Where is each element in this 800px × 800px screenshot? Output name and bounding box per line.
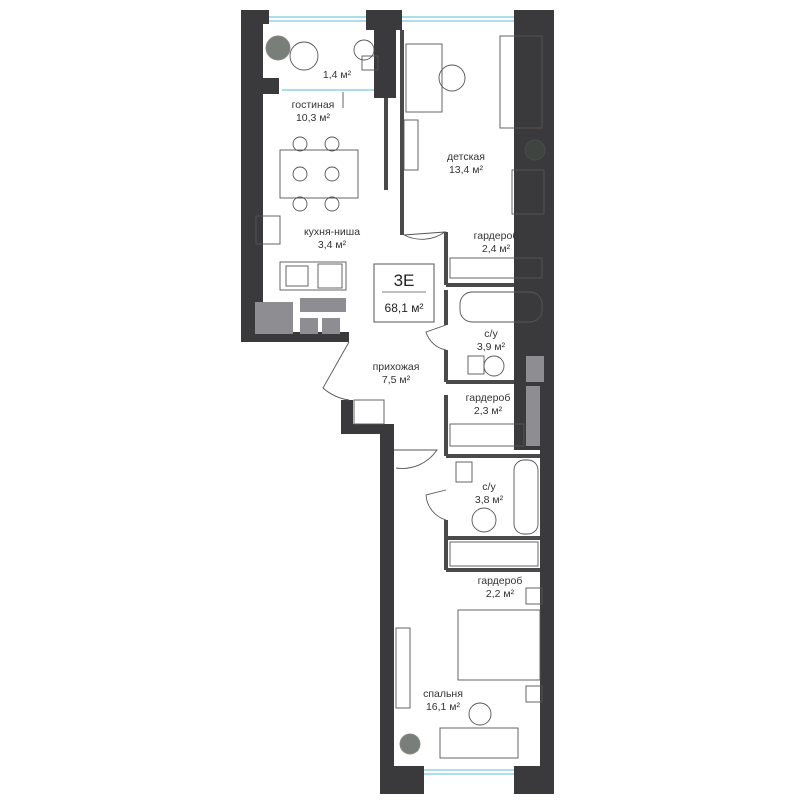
chair-icon [468, 702, 492, 726]
furniture [255, 35, 546, 759]
room-name: детская [447, 151, 485, 163]
crib-icon [511, 169, 545, 215]
appliance-icon [300, 298, 346, 312]
nightstand-icon [525, 587, 543, 605]
room-name: гостиная [292, 99, 335, 111]
appliance-icon [322, 318, 340, 334]
chair-icon [324, 166, 340, 182]
room-area: 13,4 м² [449, 164, 484, 176]
room-name: гардероб [466, 392, 511, 404]
room-area: 1,4 м² [323, 69, 352, 81]
room-area: 3,8 м² [475, 494, 504, 506]
room-area: 2,2 м² [486, 588, 515, 600]
plant-icon [265, 35, 291, 61]
room-area: 2,3 м² [474, 405, 503, 417]
nightstand-icon [525, 685, 543, 703]
cabinet-icon [526, 386, 540, 446]
door-swings [322, 92, 447, 521]
chair-icon [438, 64, 466, 92]
door-arc [425, 324, 447, 351]
chair-icon [324, 196, 340, 212]
shelf-icon [403, 119, 419, 171]
chair-icon [292, 136, 308, 152]
dining-table-icon [279, 149, 359, 199]
door-arc [425, 489, 447, 521]
windows [269, 16, 514, 775]
wall-segment [514, 10, 554, 450]
wall-segment [366, 10, 402, 30]
interior-partitions [384, 30, 540, 572]
door-arc [322, 341, 350, 401]
plant-icon [524, 139, 546, 161]
apartment-badge: 3E 68,1 м² [373, 263, 435, 323]
toilet-icon [467, 355, 485, 375]
wall-segment [241, 10, 269, 24]
bed-icon [499, 35, 543, 129]
wall-segment [380, 424, 394, 794]
bathtub-icon [513, 459, 539, 535]
door-arc [394, 449, 438, 469]
room-name: с/у [482, 481, 496, 493]
wall-segment [374, 30, 396, 98]
kitchen-counter-icon [255, 215, 281, 245]
washbasin-icon [471, 507, 497, 533]
chair-icon [361, 55, 379, 71]
wardrobe-rack-icon [449, 423, 525, 447]
door-arc [403, 231, 447, 240]
room-name: спальня [423, 688, 463, 700]
exterior-walls [241, 10, 554, 794]
room-name: гардероб [478, 575, 523, 587]
room-area: 7,5 м² [382, 374, 411, 386]
fridge-icon [255, 302, 293, 334]
stove-icon [285, 265, 309, 287]
washbasin-icon [483, 355, 505, 377]
plant-icon [399, 733, 421, 755]
wall-segment [540, 440, 554, 780]
desk-icon [439, 727, 519, 759]
chair-icon [292, 196, 308, 212]
desk-icon [405, 43, 443, 113]
appliance-icon [300, 318, 318, 334]
room-name: прихожая [373, 361, 420, 373]
wall-segment [341, 424, 393, 434]
shoe-cabinet-icon [353, 399, 385, 425]
room-area: 16,1 м² [426, 701, 461, 713]
wardrobe-rack-icon [449, 257, 543, 279]
armchair-icon [289, 41, 319, 71]
table-icon [353, 39, 375, 61]
room-area: 3,4 м² [318, 239, 347, 251]
room-area: 10,3 м² [296, 112, 331, 124]
wall-segment [380, 766, 424, 794]
chair-icon [324, 136, 340, 152]
badge-frame [373, 263, 435, 323]
room-name: с/у [484, 328, 498, 340]
wall-segment [263, 78, 279, 94]
bed-icon [457, 609, 541, 681]
room-area: 2,4 м² [482, 243, 511, 255]
kitchen-counter-icon [279, 261, 347, 291]
wardrobe-rack-icon [449, 541, 539, 567]
wall-segment [241, 332, 349, 342]
room-labels: 1,4 м² гостиная 10,3 м² детская 13,4 м² … [292, 69, 523, 713]
bathtub-icon [459, 291, 543, 323]
wall-segment [241, 10, 263, 342]
apartment-total-area: 68,1 м² [385, 301, 424, 315]
room-name: кухня-ниша [304, 226, 360, 238]
tv-icon [395, 627, 411, 709]
sink-icon [317, 263, 343, 289]
apartment-code: 3E [394, 271, 415, 290]
room-area: 3,9 м² [477, 341, 506, 353]
washer-icon [526, 356, 544, 382]
toilet-icon [455, 461, 473, 483]
chair-icon [292, 166, 308, 182]
room-name: гардероб [474, 230, 519, 242]
